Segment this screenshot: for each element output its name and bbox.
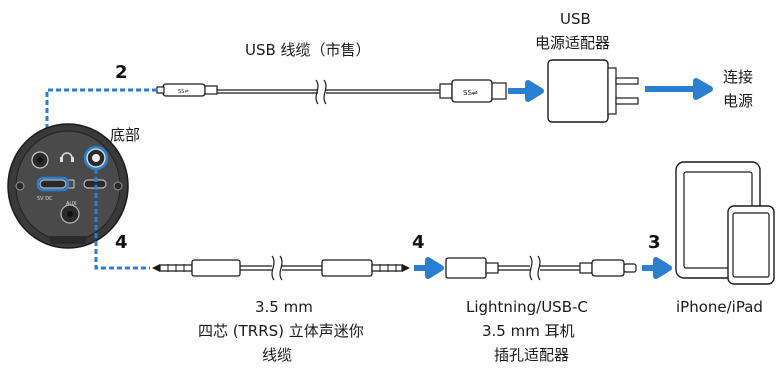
lightning-label-line2: 3.5 mm 耳机	[482, 322, 575, 340]
trrs-plug-left	[191, 259, 241, 277]
headphone-icon	[61, 152, 73, 159]
port-label: 5V DC	[37, 196, 53, 202]
step-2-label: 2	[115, 62, 128, 83]
adapter-prong-bottom	[615, 97, 639, 105]
trrs-label-line2: 四芯 (TRRS) 立体声迷你	[198, 322, 364, 340]
usb-cable-label: USB 线缆（市售）	[245, 41, 371, 59]
arrow-to-adapter	[508, 80, 544, 102]
usb-a-plug-mark: SS⇌	[463, 89, 478, 97]
adapter-prong-top	[615, 77, 639, 85]
usb-c-port	[39, 179, 67, 189]
arrow-to-lightning-adapter	[414, 257, 444, 279]
adapter-connector-end	[591, 259, 625, 277]
iphone-icon	[727, 205, 775, 285]
trrs-cable	[152, 255, 410, 281]
adapter-label-line1: USB	[560, 10, 591, 28]
adapter-label-line2: 电源适配器	[535, 34, 610, 52]
usb-port-highlight	[36, 176, 70, 192]
lightning-adapter	[445, 255, 637, 281]
trrs-label-line1: 3.5 mm	[255, 298, 313, 316]
device-label: iPhone/iPad	[676, 298, 763, 316]
step-3-label: 3	[648, 232, 661, 253]
connect-power-line1: 连接	[723, 68, 753, 86]
adapter-jack-end	[445, 257, 487, 279]
usb-power-adapter	[547, 59, 639, 123]
bottom-label: 底部	[110, 126, 140, 144]
trrs-plug-right	[321, 259, 373, 277]
usb-c-plug-mark: SS⇌	[178, 89, 189, 95]
step-4-trrs-label: 4	[115, 232, 128, 253]
trrs-callout	[94, 169, 150, 270]
arrow-to-device	[642, 257, 672, 279]
step-4-adapter-label: 4	[412, 232, 425, 253]
aux-label: AUX	[66, 201, 77, 207]
lightning-label-line1: Lightning/USB-C	[466, 298, 588, 316]
usb-cable: SS⇌ SS⇌	[156, 79, 507, 105]
connect-power-line2: 电源	[723, 92, 753, 110]
arrow-to-power	[645, 78, 713, 100]
cable-break-mark	[315, 79, 319, 105]
trrs-label-line3: 线缆	[262, 346, 292, 364]
lightning-label-line3: 插孔适配器	[494, 346, 569, 364]
